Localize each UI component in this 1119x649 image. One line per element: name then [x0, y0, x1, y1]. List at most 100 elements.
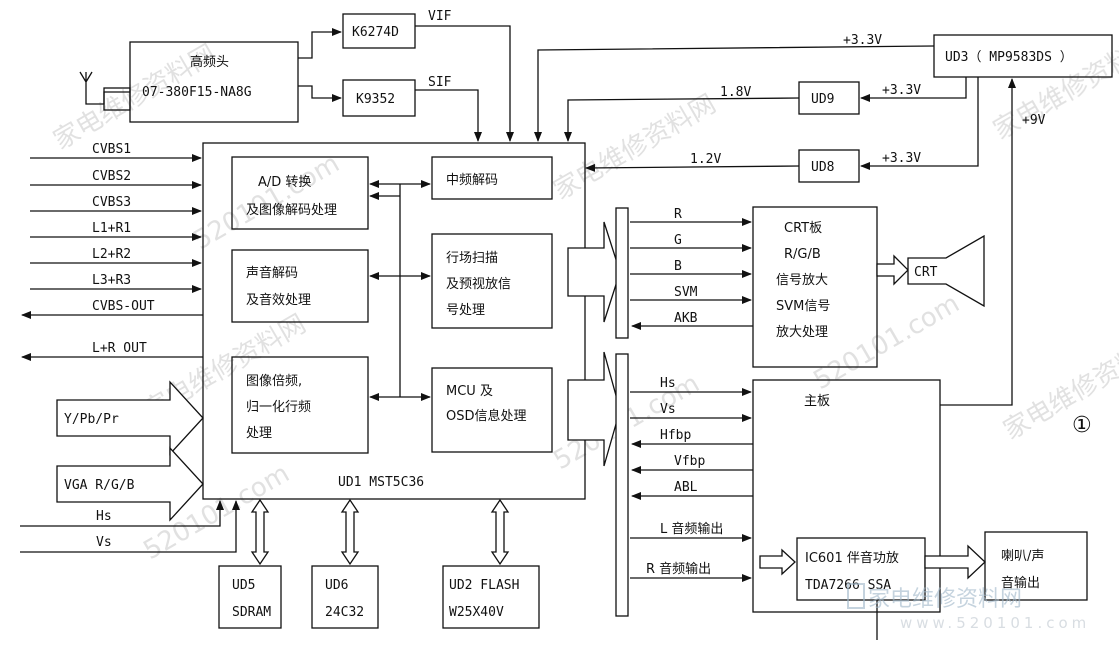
sif-label: SIF [428, 75, 452, 90]
main-board-label: 主板 [804, 394, 830, 409]
lr-out-label: L+R OUT [92, 341, 147, 356]
if-decode-label: 中频解码 [446, 173, 498, 188]
ud6-line2: 24C32 [325, 605, 364, 620]
v18-line [564, 97, 800, 142]
vga-label: VGA R/G/B [64, 478, 135, 493]
l1r1-label: L1+R1 [92, 221, 131, 236]
crt-line3: 信号放大 [776, 273, 828, 288]
cvbs2-label: CVBS2 [92, 169, 131, 184]
cvbs3-label: CVBS3 [92, 195, 131, 210]
crt-line1: CRT板 [784, 221, 822, 236]
watermark-text: 家电维修资料网 [549, 89, 722, 206]
ud1-block [202, 142, 586, 500]
upscale-line2: 归一化行频 [246, 400, 311, 415]
ud2-block [442, 565, 540, 629]
left-io: CVBS1 CVBS2 CVBS3 L1+R1 L2+R2 L3+R3 CVBS… [20, 142, 240, 553]
crt-connector [615, 207, 629, 339]
vs-in-label: Vs [96, 535, 112, 550]
crt-line4: SVM信号 [776, 299, 830, 314]
ud6-bus-arrow [340, 498, 360, 566]
crt-line2: R/G/B [784, 247, 821, 262]
footer-logo-text: 家电维修资料网 [868, 587, 1022, 612]
main-connector [615, 353, 629, 617]
ic601-block [796, 537, 926, 601]
v33-ud9-label: +3.3V [882, 83, 921, 98]
ypbpr-label: Y/Pb/Pr [64, 412, 119, 427]
vfbp-label: Vfbp [674, 454, 705, 469]
ud1-label: UD1 MST5C36 [338, 475, 424, 490]
hfbp-label: Hfbp [660, 428, 691, 443]
speaker-line1: 喇叭/声 [1001, 549, 1044, 564]
if-decode-block [431, 156, 553, 200]
l-audio-label: L 音频输出 [660, 521, 723, 537]
main-signals: Hs Vs Hfbp Vfbp ABL L 音频输出 R 音频输出 [630, 376, 753, 582]
crt-out-arrow [876, 254, 909, 286]
crt-tube-label: CRT [914, 265, 938, 280]
speaker-arrow [924, 544, 986, 580]
ud5-block [218, 565, 282, 629]
g-label: G [674, 233, 682, 248]
v12-label: 1.2V [690, 152, 721, 167]
l3r3-label: L3+R3 [92, 273, 131, 288]
hs-label: Hs [660, 376, 676, 391]
ud2-line2: W25X40V [449, 605, 504, 620]
scan-line2: 及预视放信 [446, 277, 511, 292]
ud5-line1: UD5 [232, 578, 255, 593]
ad-block [231, 156, 369, 230]
crt-bus-arrow [567, 221, 621, 323]
ic601-in-arrow [759, 548, 796, 576]
l2r2-label: L2+R2 [92, 247, 131, 262]
crt-line5: 放大处理 [776, 325, 828, 340]
ud5-bus-arrow [250, 498, 270, 566]
watermark-text: 家电维修资料网 [999, 329, 1119, 446]
vif-line [415, 25, 514, 142]
footer-watermark: 家电维修资料网 www.520101.com [847, 583, 1086, 632]
svm-label: SVM [674, 285, 698, 300]
v9-line [940, 78, 1016, 406]
r-audio-label: R 音频输出 [646, 561, 711, 577]
hs-in-line [20, 500, 224, 527]
ud2-bus-arrow [490, 498, 510, 566]
ypbpr-arrow [56, 380, 204, 456]
audio-line1: 声音解码 [246, 265, 298, 281]
footer-logo-icon [847, 583, 865, 609]
r-label: R [674, 207, 682, 222]
speaker-line2: 音输出 [1001, 575, 1040, 591]
figure-label: ① [1072, 413, 1092, 438]
ud3-label: UD3（ MP9583DS ） [945, 50, 1073, 65]
v9-label: +9V [1022, 113, 1046, 128]
k6274d-label: K6274D [352, 25, 399, 40]
ud6-line1: UD6 [325, 578, 348, 593]
ic601-line1: IC601 伴音功放 [805, 550, 899, 566]
upscale-line3: 处理 [246, 426, 272, 441]
crt-tube-icon [907, 234, 985, 308]
b-label: B [674, 259, 682, 274]
speaker-block [984, 531, 1088, 601]
k9352-label: K9352 [356, 92, 395, 107]
tuner-to-k9352 [298, 85, 342, 102]
ud3-block [933, 34, 1113, 78]
tuner-title: 高频头 [190, 54, 229, 70]
upscale-line1: 图像倍频, [246, 374, 302, 389]
vga-arrow [56, 446, 204, 522]
akb-label: AKB [674, 311, 698, 326]
internal-bus [369, 180, 431, 401]
ud3-to-ud8 [860, 77, 979, 170]
ud9-label: UD9 [811, 92, 834, 107]
upscale-block [231, 356, 369, 454]
mcu-block [431, 367, 553, 453]
crt-board [752, 206, 878, 368]
watermark-text: 家电维修资料网 [989, 29, 1119, 146]
ud2-line1: UD2 FLASH [449, 578, 519, 593]
ud6-block [311, 565, 379, 629]
v33-ud8-label: +3.3V [882, 151, 921, 166]
ad-line2: 及图像解码处理 [246, 203, 337, 218]
cvbs1-label: CVBS1 [92, 142, 131, 157]
mcu-line2: OSD信息处理 [446, 408, 527, 424]
v12-line [585, 163, 800, 172]
audio-line2: 及音效处理 [246, 292, 311, 308]
ud3-to-ud9 [860, 77, 967, 102]
tuner-to-k6274d [298, 28, 342, 59]
scan-line1: 行场扫描 [446, 251, 498, 266]
scan-line3: 号处理 [446, 303, 485, 318]
